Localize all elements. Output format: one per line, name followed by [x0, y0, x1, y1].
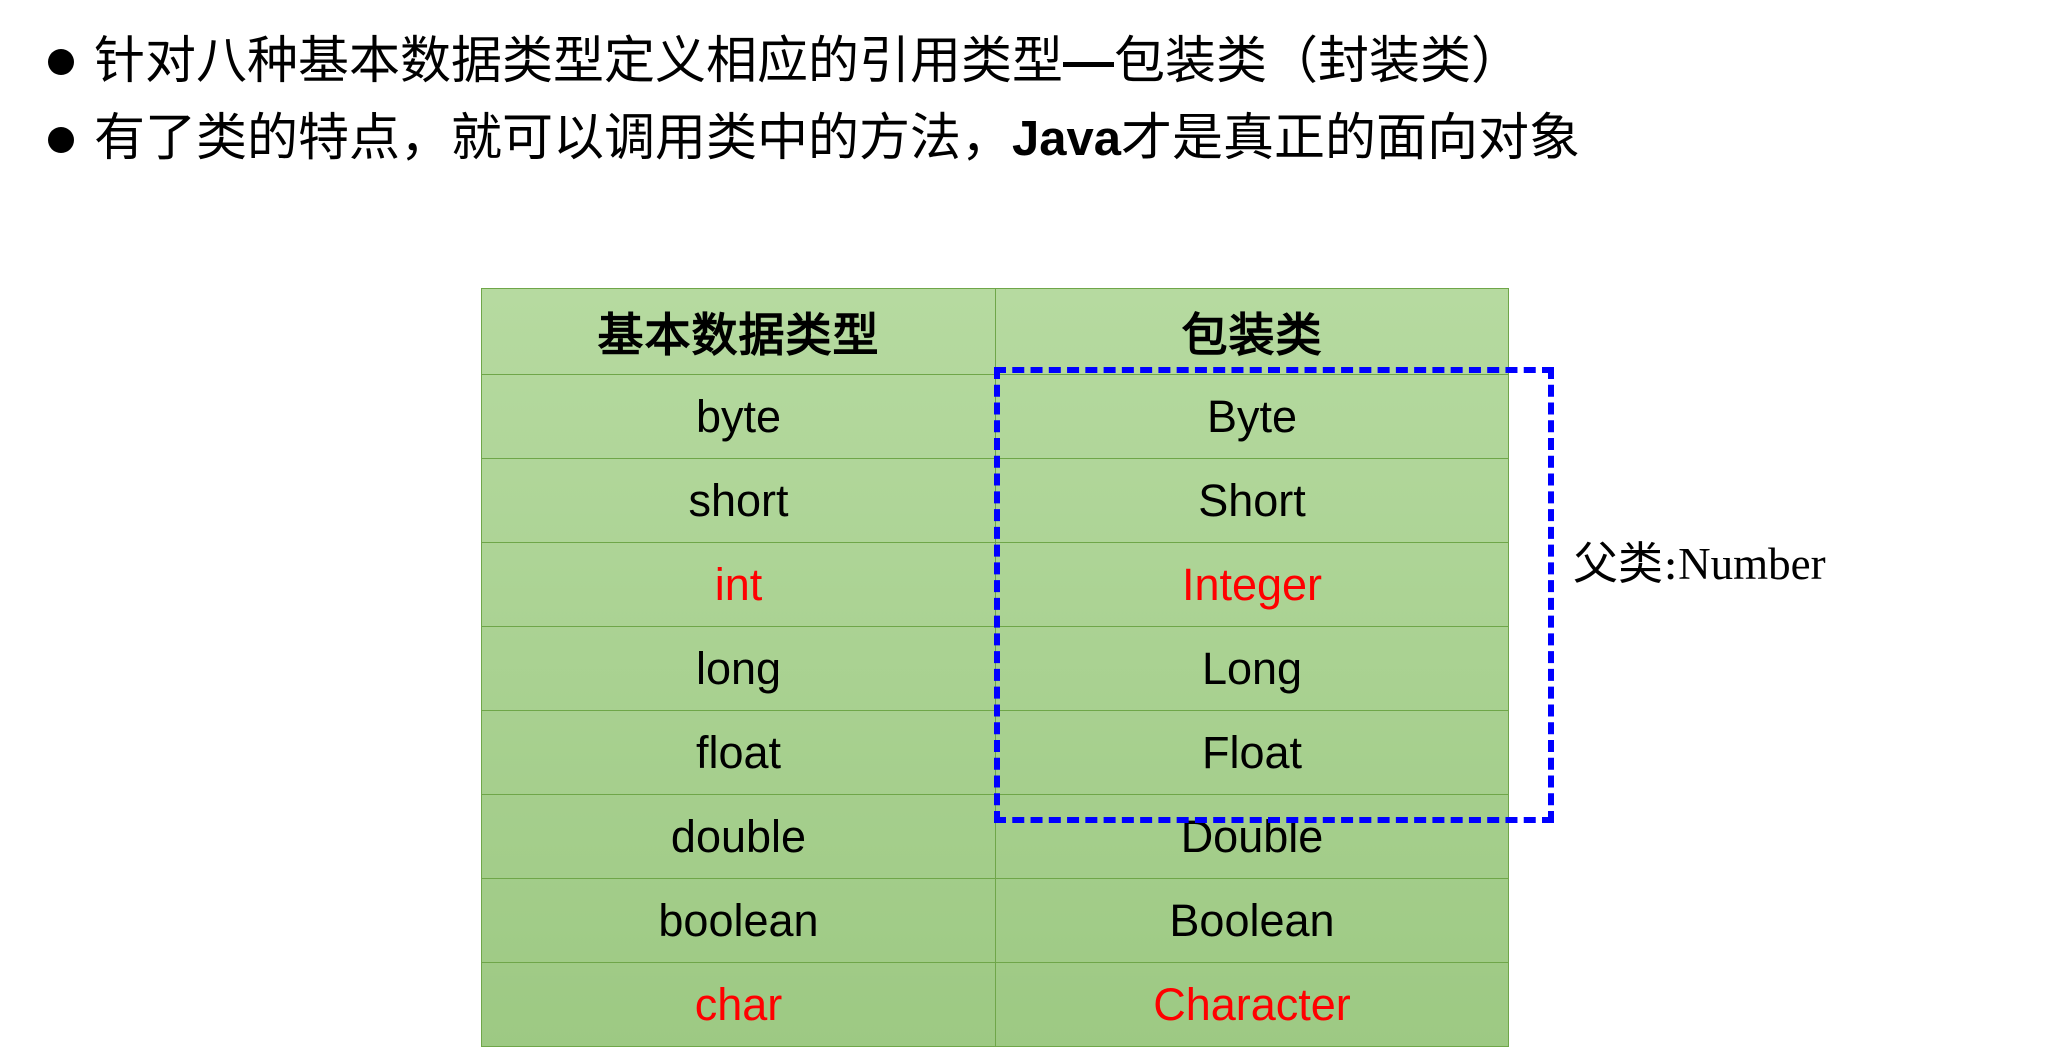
table-row: short Short: [481, 458, 1509, 543]
primitive-wrapper-table: 基本数据类型 包装类 byte Byte short Short int Int…: [481, 288, 1509, 1047]
bullet-list: 针对八种基本数据类型定义相应的引用类型—包装类（封装类） 有了类的特点，就可以调…: [48, 22, 2028, 178]
cell-primitive: double: [481, 794, 996, 879]
bullet-item-2: 有了类的特点，就可以调用类中的方法，Java才是真正的面向对象: [48, 100, 2028, 178]
column-header-wrapper: 包装类: [995, 288, 1509, 375]
cell-wrapper: Character: [995, 962, 1509, 1047]
bullet-1-part-2: —: [1063, 31, 1115, 89]
table-row: float Float: [481, 710, 1509, 795]
bullet-2-part-3: 才是真正的面向对象: [1121, 109, 1581, 169]
cell-primitive: byte: [481, 374, 996, 459]
table-row: long Long: [481, 626, 1509, 711]
table-row: int Integer: [481, 542, 1509, 627]
bullet-item-2-text: 有了类的特点，就可以调用类中的方法，Java才是真正的面向对象: [94, 112, 1580, 166]
cell-wrapper: Integer: [995, 542, 1509, 627]
column-header-primitive: 基本数据类型: [481, 288, 996, 375]
table-row: double Double: [481, 794, 1509, 879]
parent-class-label: 父类:: [1573, 537, 1679, 590]
cell-wrapper: Float: [995, 710, 1509, 795]
bullet-2-part-2: Java: [1012, 112, 1122, 167]
cell-primitive: short: [481, 458, 996, 543]
bullet-1-part-3: 包装类（封装类）: [1114, 31, 1523, 91]
parent-class-annotation: 父类:Number: [1573, 527, 1826, 592]
bullet-dot-icon: [48, 127, 74, 153]
table-header-row: 基本数据类型 包装类: [481, 288, 1509, 375]
cell-wrapper: Boolean: [995, 878, 1509, 963]
cell-wrapper: Double: [995, 794, 1509, 879]
cell-primitive: char: [481, 962, 996, 1047]
bullet-1-part-1: 针对八种基本数据类型定义相应的引用类型: [94, 31, 1064, 91]
parent-class-value: Number: [1678, 539, 1826, 589]
cell-primitive: int: [481, 542, 996, 627]
bullet-dot-icon: [48, 49, 74, 75]
cell-primitive: long: [481, 626, 996, 711]
table-row: byte Byte: [481, 374, 1509, 459]
cell-primitive: float: [481, 710, 996, 795]
cell-wrapper: Byte: [995, 374, 1509, 459]
cell-wrapper: Short: [995, 458, 1509, 543]
cell-wrapper: Long: [995, 626, 1509, 711]
table-row: char Character: [481, 962, 1509, 1047]
bullet-item-1-text: 针对八种基本数据类型定义相应的引用类型—包装类（封装类）: [94, 31, 1523, 91]
bullet-item-1: 针对八种基本数据类型定义相应的引用类型—包装类（封装类）: [48, 22, 2028, 100]
cell-primitive: boolean: [481, 878, 996, 963]
bullet-2-part-1: 有了类的特点，就可以调用类中的方法，: [94, 109, 1013, 169]
table-row: boolean Boolean: [481, 878, 1509, 963]
